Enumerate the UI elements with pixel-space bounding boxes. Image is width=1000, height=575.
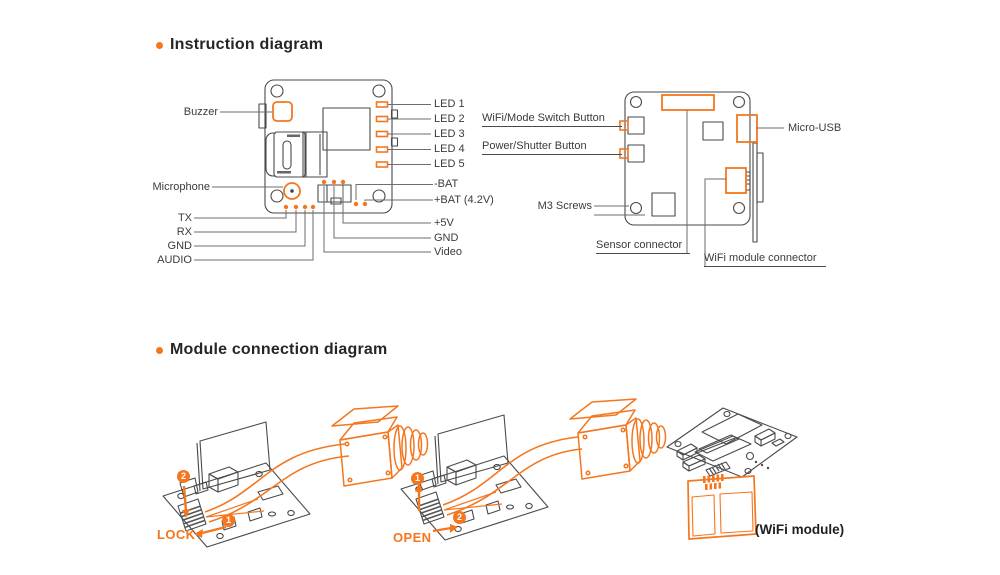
microphone-part (283, 182, 301, 200)
microphone-hole (290, 189, 294, 193)
pin-socket (705, 461, 731, 477)
press-down-arrow (182, 509, 190, 518)
label-led2: LED 2 (434, 112, 465, 125)
open-step-1-badge: 1 (411, 472, 424, 485)
label-wifi-module-connector: WiFi module connector (704, 252, 826, 267)
wifi-mode-button-body (627, 116, 645, 135)
lock-label: LOCK (157, 527, 196, 542)
vertical-board (437, 414, 509, 483)
label-micro-usb: Micro-USB (788, 122, 842, 134)
label-gnd-right: GND (434, 232, 459, 244)
label-led5: LED 5 (434, 158, 465, 170)
section-title-instruction: Instruction diagram (170, 36, 324, 53)
main-chip (701, 413, 763, 445)
micro-usb-part (736, 114, 758, 143)
wifi-socket-stripes (708, 462, 726, 475)
lock-step-arrows (182, 485, 227, 538)
wifi-module-pins (703, 474, 724, 490)
open-ffc-stripes (418, 498, 444, 522)
led-parts (375, 101, 389, 168)
wifi-module-side-view (752, 142, 758, 243)
ffc-connector (415, 491, 445, 525)
power-button-body (627, 144, 645, 163)
ffc-connector (177, 498, 207, 532)
camera-lens (655, 425, 667, 449)
buzzer-edge-tab (258, 103, 267, 129)
label-rx: RX (176, 226, 192, 238)
ribbon-cable (442, 436, 579, 506)
wifi-module-label: (WiFi module) (755, 522, 845, 537)
back-board-leader-lines (594, 110, 784, 266)
slide-right-arrow (450, 524, 458, 533)
sensor-connector-part (661, 94, 715, 111)
open-step-2-badge: 2 (453, 511, 466, 524)
label-microphone: Microphone (152, 181, 210, 193)
open-figure-camera (442, 398, 667, 516)
ribbon-cable (204, 443, 346, 513)
lock-step-1-badge: 1 (222, 514, 235, 527)
section-bullet-icon (156, 42, 163, 49)
label-led3: LED 3 (434, 127, 465, 140)
front-board-leader-lines (194, 104, 433, 261)
power-button-cap (619, 148, 629, 159)
label-buzzer: Buzzer (183, 106, 218, 118)
sd-card-slot (265, 131, 328, 178)
wifi-module-connector-part (725, 167, 747, 194)
slide-left-arrow (194, 529, 203, 538)
camera-module (331, 405, 429, 487)
camera-lens (417, 432, 429, 456)
label-m3-screws: M3 Screws (537, 200, 592, 212)
back-board-orange-parts (619, 94, 758, 194)
label-5v: +5V (434, 217, 454, 229)
front-board-solder-pads (283, 179, 368, 210)
label-led4: LED 4 (434, 143, 465, 155)
label-power-shutter-button: Power/Shutter Button (482, 140, 622, 155)
main-chip (322, 107, 371, 151)
label-gnd-left: GND (167, 240, 192, 252)
label-wifi-mode-switch-button: WiFi/Mode Switch Button (482, 112, 622, 127)
label-sensor-connector: Sensor connector (596, 239, 690, 254)
front-board-drawing (258, 79, 399, 214)
wifi-board-dots (754, 460, 770, 470)
label-led1: LED 1 (434, 98, 465, 110)
camera-module (569, 398, 667, 480)
wifi-module-outline (687, 475, 757, 540)
section-title-module-connection: Module connection diagram (170, 341, 388, 358)
label-bat-neg: -BAT (434, 178, 459, 190)
buzzer-part (272, 101, 293, 122)
vertical-board (199, 421, 271, 490)
lock-step-2-badge: 2 (177, 470, 190, 483)
wifi-figure-board (666, 407, 798, 478)
label-audio: AUDIO (157, 254, 192, 266)
label-video: Video (434, 246, 462, 258)
label-tx: TX (177, 212, 192, 224)
lift-up-arrow (415, 483, 423, 492)
section-bullet-icon (156, 347, 163, 354)
open-step-arrows (415, 483, 458, 533)
sd-card-markings (277, 134, 300, 174)
label-bat-pos: +BAT (4.2V) (434, 194, 494, 206)
lock-figure-camera (204, 405, 429, 523)
front-board-orange-parts (272, 101, 389, 200)
wifi-mode-button-cap (619, 120, 629, 131)
lock-ffc-stripes (180, 505, 206, 529)
open-label: OPEN (393, 530, 432, 545)
